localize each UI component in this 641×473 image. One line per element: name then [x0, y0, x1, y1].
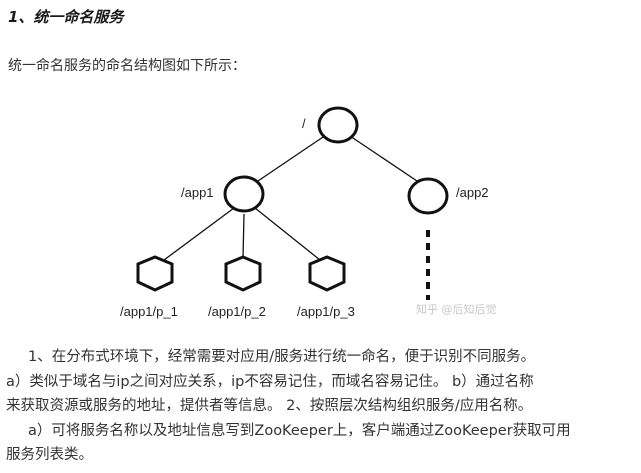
body-line-5: 服务列表类。 [6, 447, 93, 463]
label-app1: /app1 [181, 185, 214, 200]
edge-app1-p3 [254, 207, 321, 261]
label-root: / [302, 116, 306, 131]
edge-app1-p2 [242, 213, 245, 259]
body-line-4: a）可将服务名称以及地址信息写到ZooKeeper上，客户端通过ZooKeepe… [28, 422, 571, 439]
node-p2-hexagon [224, 255, 262, 292]
edge-app1-p1 [163, 207, 235, 261]
node-p3-hexagon [308, 255, 346, 292]
label-p3: /app1/p_3 [297, 304, 355, 319]
label-p1: /app1/p_1 [120, 304, 178, 319]
body-paragraph: 1、在分布式环境下，经常需要对应用/服务进行统一命名，便于识别不同服务。 a）类… [6, 345, 634, 468]
body-line: 服务列表类。 [6, 443, 634, 468]
body-line-1: 1、在分布式环境下，经常需要对应用/服务进行统一命名，便于识别不同服务。 [28, 349, 536, 365]
body-line: 1、在分布式环境下，经常需要对应用/服务进行统一命名，便于识别不同服务。 [6, 345, 634, 370]
edge-root-app1 [254, 134, 327, 184]
intro-text: 统一命名服务的命名结构图如下所示： [8, 58, 246, 74]
body-line: 来获取资源或服务的地址，提供者等信息。 2、按照层次结构组织服务/应用名称。 [6, 394, 634, 419]
label-p2: /app1/p_2 [208, 304, 266, 319]
node-p1-hexagon [136, 255, 174, 292]
node-root [317, 106, 359, 144]
watermark: 知乎 @后知后觉 [416, 302, 497, 316]
tree-edges [163, 134, 430, 300]
naming-tree-diagram: / /app1 /app2 /app1/p_1 /app1/p_2 /app1/… [120, 106, 497, 319]
body-line-3: 来获取资源或服务的地址，提供者等信息。 2、按照层次结构组织服务/应用名称。 [6, 398, 533, 414]
body-line: a）类似于域名与ip之间对应关系，ip不容易记住，而域名容易记住。 b）通过名称 [6, 370, 634, 395]
body-line: a）可将服务名称以及地址信息写到ZooKeeper上，客户端通过ZooKeepe… [6, 419, 634, 444]
node-app1 [223, 175, 265, 213]
section-heading: 1、统一命名服务 [8, 8, 124, 26]
edge-root-app2 [349, 135, 421, 184]
label-app2: /app2 [456, 185, 489, 200]
node-app2 [407, 177, 449, 215]
body-line-2: a）类似于域名与ip之间对应关系，ip不容易记住，而域名容易记住。 b）通过名称 [6, 373, 534, 390]
